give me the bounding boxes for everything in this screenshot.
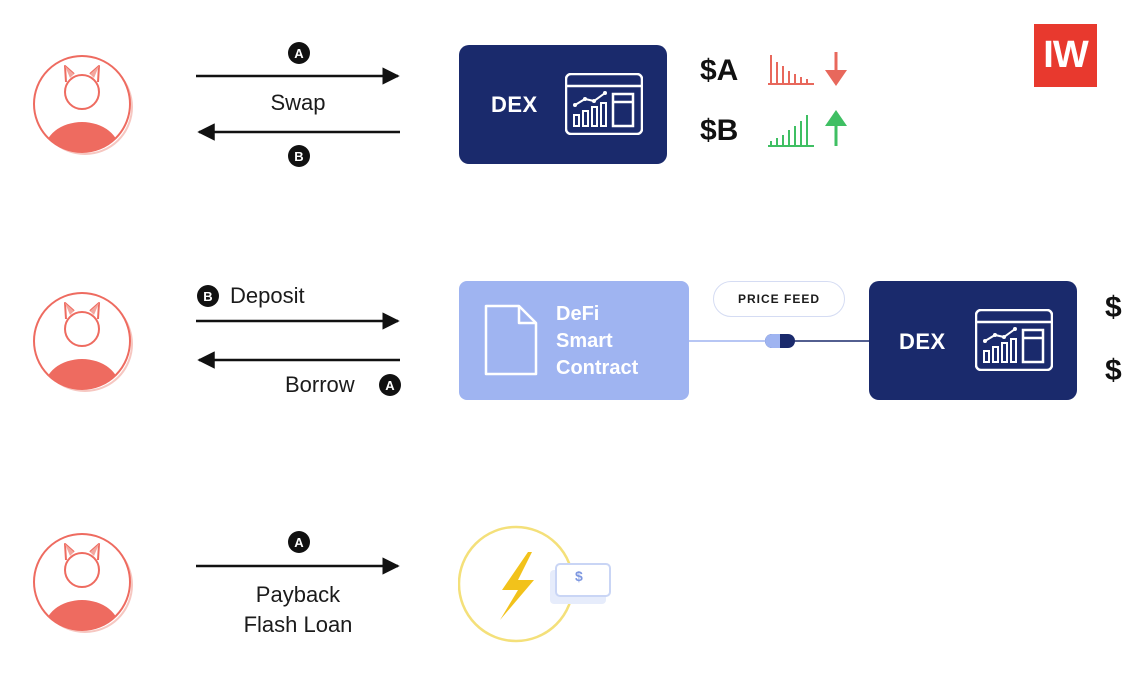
token-a-bars-icon [768,55,814,85]
defi-line-3: Contract [556,357,639,379]
deposit-arrow-right [196,312,400,330]
defi-line-2: Smart [556,330,613,352]
document-icon [484,304,538,376]
payback-label: Payback Flash Loan [198,580,398,640]
swap-label: Swap [270,90,326,115]
token-b-label: $B [700,114,739,147]
step-badge-a: A [288,42,310,64]
borrow-arrow-left [197,351,400,369]
token-b-bars-icon [768,115,814,147]
flash-loan-icon [458,525,611,643]
payback-line-1: Payback [255,582,341,607]
down-arrow-icon [825,52,847,86]
dex-label-2: DEX [899,329,946,354]
deposit-label: Deposit [230,283,305,308]
dex-chart-icon [565,73,643,135]
token-a-partial: $ [1105,291,1122,324]
price-feed-connector [689,334,871,348]
defi-contract-text: DeFi Smart Contract [556,301,638,382]
defi-smart-contract-box: DeFi Smart Contract [459,281,689,400]
step-badge-b: B [288,145,310,167]
up-arrow-icon [825,110,847,146]
defi-line-1: DeFi [556,303,600,325]
borrow-label: Borrow [285,372,355,397]
deposit-badge-b: B [197,285,219,307]
attacker-avatar-3 [32,532,138,638]
attacker-avatar-2 [32,291,138,397]
borrow-badge-a: A [379,374,401,396]
payback-arrow-right [196,557,400,575]
attacker-avatar-1 [32,54,138,160]
price-feed-pill: PRICE FEED [713,281,845,317]
dex-box: DEX [459,45,667,164]
token-b-partial: $ [1105,354,1122,387]
dex-box-2: DEX [869,281,1077,400]
arrow-right [196,67,400,85]
brand-logo: IW [1034,24,1097,87]
arrow-left [197,123,400,141]
dollar-bill-symbol: $ [575,568,583,584]
dex-chart-icon-2 [975,309,1053,371]
payback-badge-a: A [288,531,310,553]
dex-label: DEX [491,92,538,117]
payback-line-2: Flash Loan [243,612,353,637]
token-a-label: $A [700,54,739,87]
